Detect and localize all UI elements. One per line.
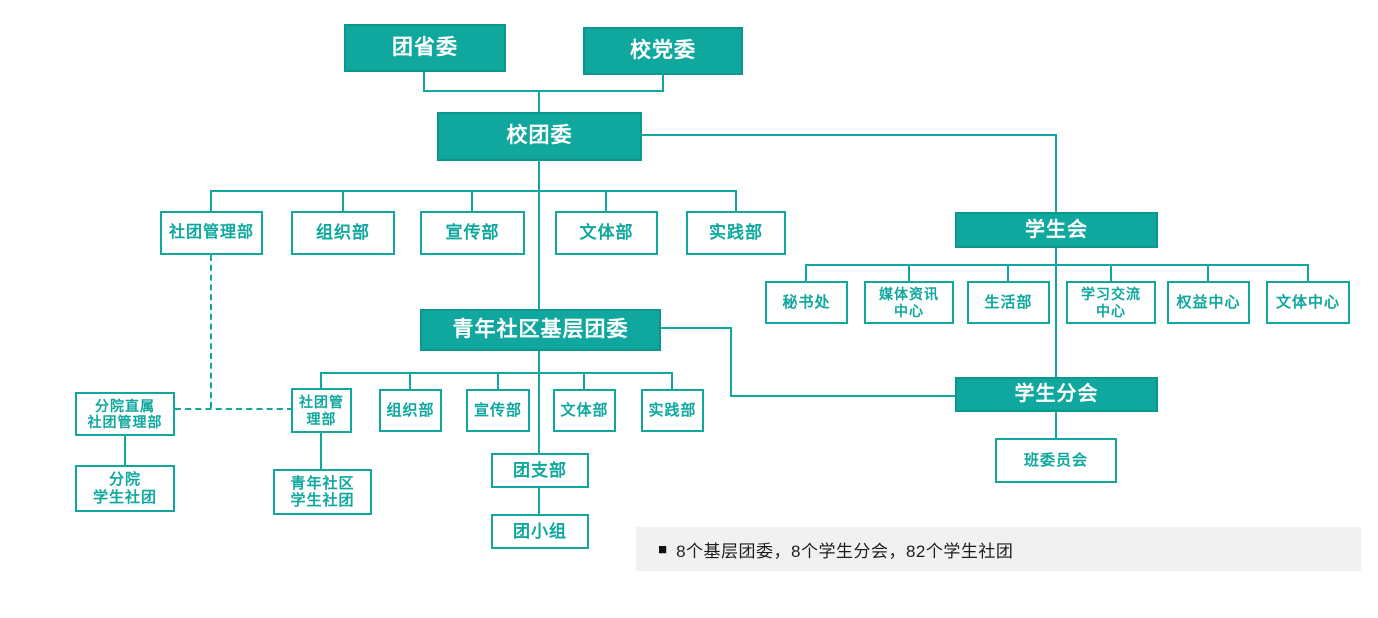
connector-branch-dept-to-clubs: [124, 436, 126, 465]
connector-union-drop-5: [1207, 264, 1209, 281]
connector-community-trunk: [538, 351, 540, 453]
node-branch-club-mgmt-dept: 分院直属 社团管理部: [75, 392, 175, 436]
connector-depts-rail: [210, 190, 737, 192]
connector-club-dept-to-clubs: [320, 433, 322, 469]
node-sports-arts-dept: 文体部: [555, 211, 658, 255]
connector-to-school-league: [538, 90, 540, 112]
connector-community-drop-2: [409, 372, 411, 389]
node-community-organization-dept: 组织部: [379, 389, 442, 432]
connector-union-drop-2: [908, 264, 910, 281]
connector-to-student-union-v: [1055, 134, 1057, 212]
node-club-management-dept: 社团管理部: [160, 211, 263, 255]
node-league-branch: 团支部: [491, 453, 589, 488]
node-media-info-center: 媒体资讯 中心: [864, 281, 954, 324]
connector-party-drop: [662, 75, 664, 90]
connector-dept-drop-4: [605, 190, 607, 211]
node-organization-dept: 组织部: [291, 211, 395, 255]
summary-text: 8个基层团委，8个学生分会，82个学生社团: [676, 541, 1014, 561]
connector-union-drop-1: [805, 264, 807, 281]
node-class-committee: 班委员会: [995, 438, 1117, 483]
node-rights-center: 权益中心: [1167, 281, 1250, 324]
node-study-exchange-center: 学习交流 中心: [1066, 281, 1156, 324]
node-school-party-committee: 校党委: [583, 27, 743, 75]
connector-union-drop-4: [1110, 264, 1112, 281]
connector-community-to-branch-v: [730, 327, 732, 397]
connector-union-rail: [805, 264, 1308, 266]
connector-dept-drop-1: [210, 190, 212, 211]
node-community-practice-dept: 实践部: [641, 389, 704, 432]
connector-to-student-union-h: [642, 134, 1057, 136]
node-league-group: 团小组: [491, 514, 589, 549]
connector-community-drop-5: [671, 372, 673, 389]
square-bullet-icon: ■: [658, 540, 668, 558]
connector-dept-drop-5: [735, 190, 737, 211]
connector-provincial-drop: [423, 72, 425, 90]
node-secretariat: 秘书处: [765, 281, 848, 324]
node-student-union: 学生会: [955, 212, 1158, 248]
connector-community-to-branch-h2: [730, 395, 955, 397]
node-community-student-clubs: 青年社区 学生社团: [273, 469, 372, 515]
node-practice-dept: 实践部: [686, 211, 786, 255]
node-sports-arts-center: 文体中心: [1266, 281, 1350, 324]
connector-branch-to-group: [538, 488, 540, 514]
connector-community-drop-4: [583, 372, 585, 389]
connector-union-trunk: [1055, 248, 1057, 377]
connector-union-drop-3: [1007, 264, 1009, 281]
connector-dept-drop-3: [471, 190, 473, 211]
node-community-sports-arts-dept: 文体部: [553, 389, 616, 432]
connector-school-league-trunk: [538, 161, 540, 309]
connector-dashed-vertical: [210, 255, 212, 408]
connector-union-drop-6: [1307, 264, 1309, 281]
connector-top-join: [423, 90, 664, 92]
node-community-club-mgmt-dept: 社团管 理部: [291, 388, 352, 433]
connector-community-drop-1: [320, 372, 322, 388]
node-provincial-league-committee: 团省委: [344, 24, 506, 72]
connector-branch-to-class: [1055, 412, 1057, 438]
node-life-dept: 生活部: [967, 281, 1050, 324]
node-school-league-committee: 校团委: [437, 112, 642, 161]
node-branch-student-clubs: 分院 学生社团: [75, 465, 175, 512]
connector-dept-drop-2: [342, 190, 344, 211]
connector-community-to-branch-h1: [661, 327, 732, 329]
connector-community-rail: [320, 372, 673, 374]
node-publicity-dept: 宣传部: [420, 211, 525, 255]
connector-dashed-horizontal: [175, 408, 293, 410]
summary-banner: ■ 8个基层团委，8个学生分会，82个学生社团: [636, 527, 1361, 571]
node-community-grassroots-league: 青年社区基层团委: [420, 309, 661, 351]
connector-community-drop-3: [497, 372, 499, 389]
node-community-publicity-dept: 宣传部: [466, 389, 530, 432]
node-student-branch: 学生分会: [955, 377, 1158, 412]
